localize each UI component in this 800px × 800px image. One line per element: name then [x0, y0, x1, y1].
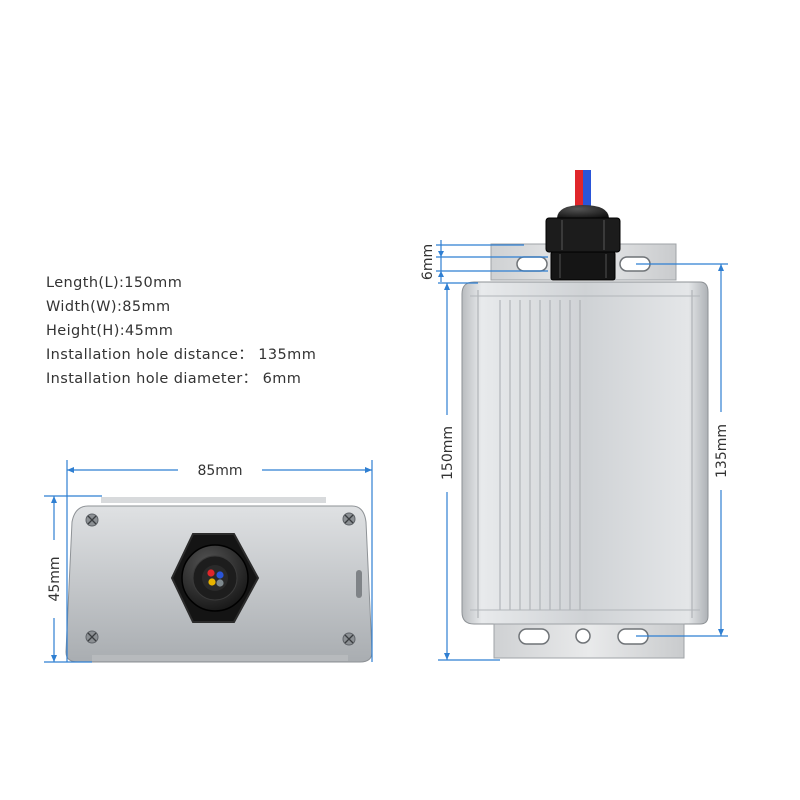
side-slot [356, 570, 362, 598]
top-housing [461, 281, 709, 625]
wire-blue-dot [216, 571, 224, 579]
width-label: 85mm [197, 463, 242, 479]
housing-ribs [477, 290, 693, 618]
spec-width: Width(W):85mm [46, 299, 171, 315]
screw-icon [342, 512, 356, 526]
hole-distance-label: 135mm [714, 424, 730, 478]
dimension-width [66, 460, 373, 662]
height-label: 45mm [47, 556, 63, 601]
wire-red-dot [207, 569, 215, 577]
cable-gland-top [545, 205, 621, 281]
top-view [461, 170, 709, 659]
cable-gland-front [170, 533, 260, 623]
wire-yellow-dot [208, 578, 216, 586]
hole-diameter-label: 6mm [420, 244, 436, 280]
spec-list: Length(L):150mm Width(W):85mm Height(H):… [46, 271, 316, 391]
dimension-length [438, 282, 500, 661]
front-bottom-edge [92, 655, 348, 661]
dimension-hole-distance [636, 263, 728, 637]
spec-length: Length(L):150mm [46, 275, 183, 291]
mounting-hole [518, 628, 550, 645]
front-top-lip [101, 497, 326, 503]
spec-height: Height(H):45mm [46, 323, 174, 339]
wire-blue [583, 170, 591, 215]
screw-icon [342, 632, 356, 646]
screw-icon [85, 630, 99, 644]
dimension-height [44, 495, 102, 663]
screw-icon [85, 513, 99, 527]
dimension-hole-diameter [436, 240, 548, 282]
front-view [65, 497, 373, 663]
length-label: 150mm [440, 426, 456, 480]
spec-hole-diameter: Installation hole diameter： 6mm [46, 371, 302, 387]
center-hole [575, 628, 591, 644]
wire-red [575, 170, 583, 215]
spec-hole-distance: Installation hole distance： 135mm [46, 347, 317, 363]
wire-grey-dot [216, 579, 224, 587]
mounting-hole [516, 256, 548, 272]
